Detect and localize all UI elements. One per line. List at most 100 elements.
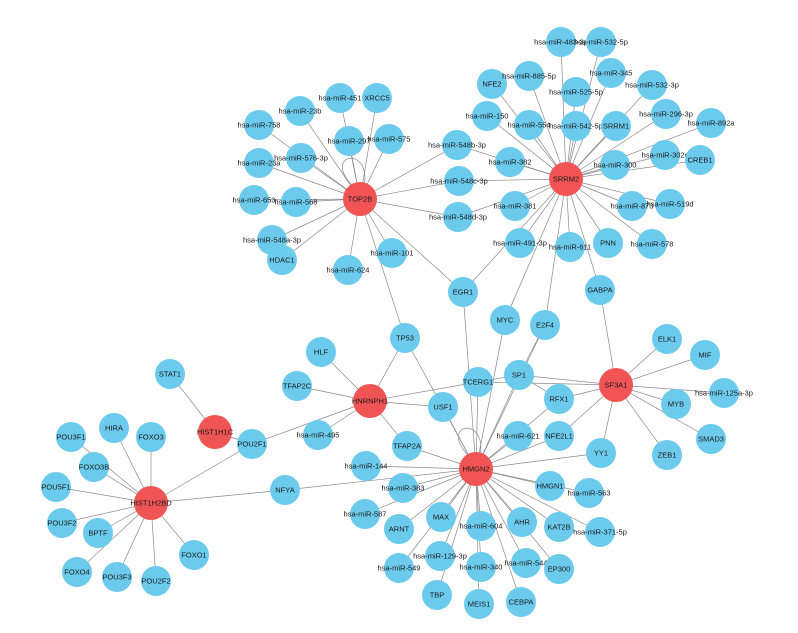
- node-hsa-mir-604[interactable]: hsa-miR-604: [460, 511, 503, 541]
- node-hsa-mir-576-3p[interactable]: hsa-miR-576-3p: [274, 143, 328, 173]
- node-ahr[interactable]: AHR: [507, 507, 537, 537]
- node-hsa-mir-568[interactable]: hsa-miR-568: [275, 187, 318, 217]
- node-hsa-mir-544[interactable]: hsa-miR-544: [505, 548, 548, 578]
- node-pou2f2[interactable]: POU2F2: [141, 566, 171, 596]
- node-hsa-mir-302c[interactable]: hsa-miR-302c: [642, 140, 689, 170]
- node-foxo1[interactable]: FOXO1: [179, 540, 209, 570]
- node-ep300[interactable]: EP300: [544, 554, 574, 584]
- node-pou2f1[interactable]: POU2F1: [237, 429, 267, 459]
- node-hsa-mir-144[interactable]: hsa-miR-144: [345, 451, 388, 481]
- node-tfap2a[interactable]: TFAP2A: [392, 431, 422, 461]
- node-sf3a1[interactable]: SF3A1: [599, 368, 633, 402]
- node-foxo4[interactable]: FOXO4: [62, 557, 92, 587]
- node-hsa-mir-578[interactable]: hsa-miR-578: [631, 229, 674, 259]
- node-hsa-mir-300[interactable]: hsa-miR-300: [594, 150, 637, 180]
- node-pou5f1[interactable]: POU5F1: [41, 472, 71, 502]
- node-arnt[interactable]: ARNT: [384, 514, 414, 544]
- node-rfx1[interactable]: RFX1: [544, 384, 574, 414]
- node-hsa-mir-758[interactable]: hsa-miR-758: [238, 110, 281, 140]
- node-hsa-mir-575[interactable]: hsa-miR-575: [368, 124, 411, 154]
- node-hist1h2bd[interactable]: HIST1H2BD: [130, 486, 172, 520]
- node-hsa-mir-548d-3p[interactable]: hsa-miR-548d-3p: [429, 202, 487, 232]
- node-hlf[interactable]: HLF: [306, 337, 336, 367]
- node-hsa-mir-548c-3p[interactable]: hsa-miR-548c-3p: [430, 166, 488, 196]
- node-yy1[interactable]: YY1: [586, 438, 616, 468]
- node-hsa-mir-548b-3p[interactable]: hsa-miR-548b-3p: [428, 130, 486, 160]
- node-tfap2c[interactable]: TFAP2C: [282, 371, 312, 401]
- node-srrm2[interactable]: SRRM2: [549, 162, 583, 196]
- node-hsa-mir-495[interactable]: hsa-miR-495: [297, 420, 340, 450]
- node-bptf[interactable]: BPTF: [83, 518, 113, 548]
- node-tp53[interactable]: TP53: [390, 323, 420, 353]
- node-tcerg1[interactable]: TCERG1: [463, 367, 493, 397]
- node-meis1[interactable]: MEIS1: [464, 589, 494, 619]
- node-hsa-mir-340[interactable]: hsa-miR-340: [460, 552, 503, 582]
- node-hsa-mir-483-3p[interactable]: hsa-miR-483-3p: [534, 27, 588, 57]
- node-kat2b[interactable]: KAT2B: [544, 512, 574, 542]
- node-mif[interactable]: MIF: [690, 340, 720, 370]
- node-hsa-mir-563[interactable]: hsa-miR-563: [568, 478, 611, 508]
- node-hsa-mir-554[interactable]: hsa-miR-554: [508, 110, 551, 140]
- node-sp1[interactable]: SP1: [504, 360, 534, 390]
- node-hsa-mir-624[interactable]: hsa-miR-624: [327, 255, 370, 285]
- node-hsa-mir-491-3p[interactable]: hsa-miR-491-3p: [493, 228, 547, 258]
- node-hsa-mir-297[interactable]: hsa-miR-297: [328, 126, 371, 156]
- node-nfe2[interactable]: NFE2: [477, 69, 507, 99]
- node-cebpa[interactable]: CEBPA: [506, 587, 536, 617]
- node-hsa-mir-532-3p[interactable]: hsa-miR-532-3p: [625, 70, 679, 100]
- node-hsa-mir-150[interactable]: hsa-miR-150: [466, 101, 509, 131]
- node-hsa-mir-525-5p[interactable]: hsa-miR-525-5p: [549, 77, 603, 107]
- node-hsa-mir-345[interactable]: hsa-miR-345: [590, 58, 633, 88]
- node-hsa-mir-885-5p[interactable]: hsa-miR-885-5p: [502, 61, 556, 91]
- node-e2f4[interactable]: E2F4: [530, 310, 560, 340]
- node-pnn[interactable]: PNN: [593, 228, 623, 258]
- node-hist1h1c[interactable]: HIST1H1C: [197, 415, 234, 449]
- node-hsa-mir-653[interactable]: hsa-miR-653: [233, 185, 276, 215]
- node-foxo3b[interactable]: FOXO3B: [79, 452, 109, 482]
- node-myc[interactable]: MYC: [490, 305, 520, 335]
- node-hnrnph1[interactable]: HNRNPH1: [352, 384, 388, 418]
- node-hsa-mir-549[interactable]: hsa-miR-549: [378, 553, 421, 583]
- node-hsa-mir-129-3p[interactable]: hsa-miR-129-3p: [413, 541, 467, 571]
- node-nfe2l1[interactable]: NFE2L1: [544, 421, 574, 451]
- node-creb1[interactable]: CREB1: [685, 145, 715, 175]
- node-hsa-mir-23b[interactable]: hsa-miR-23b: [279, 96, 322, 126]
- node-hsa-mir-519d[interactable]: hsa-miR-519d: [646, 189, 694, 219]
- node-nfya[interactable]: NFYA: [270, 475, 300, 505]
- node-myb[interactable]: MYB: [661, 389, 691, 419]
- node-hsa-mir-125a-3p[interactable]: hsa-miR-125a-3p: [695, 378, 753, 408]
- node-srrm1[interactable]: SRRM1: [601, 111, 631, 141]
- node-hsa-mir-101[interactable]: hsa-miR-101: [371, 238, 414, 268]
- node-usf1[interactable]: USF1: [428, 392, 458, 422]
- node-hsa-mir-371-5p[interactable]: hsa-miR-371-5p: [573, 517, 627, 547]
- node-top2b[interactable]: TOP2B: [343, 182, 377, 216]
- node-pou3f1[interactable]: POU3F1: [56, 422, 86, 452]
- node-hsa-mir-296-3p[interactable]: hsa-miR-296-3p: [639, 99, 693, 129]
- node-egr1[interactable]: EGR1: [448, 277, 478, 307]
- node-tbp[interactable]: TBP: [422, 580, 452, 610]
- node-hsa-mir-532-5p[interactable]: hsa-miR-532-5p: [574, 27, 628, 57]
- node-xrcc5[interactable]: XRCC5: [362, 83, 392, 113]
- node-pou3f3[interactable]: POU3F3: [102, 562, 132, 592]
- node-hmgn2[interactable]: HMGN2: [459, 452, 493, 486]
- node-hsa-mir-873[interactable]: hsa-miR-873: [611, 191, 654, 221]
- node-foxo3[interactable]: FOXO3: [136, 422, 166, 452]
- node-hsa-mir-23a[interactable]: hsa-miR-23a: [238, 148, 282, 178]
- node-hira[interactable]: HIRA: [99, 413, 129, 443]
- node-elk1[interactable]: ELK1: [652, 324, 682, 354]
- node-smad3[interactable]: SMAD3: [696, 424, 726, 454]
- node-hsa-mir-381[interactable]: hsa-miR-381: [494, 191, 537, 221]
- node-hsa-mir-611[interactable]: hsa-miR-611: [549, 232, 591, 262]
- node-hsa-mir-382[interactable]: hsa-miR-382: [489, 147, 532, 177]
- node-hdac1[interactable]: HDAC1: [267, 245, 297, 275]
- node-hsa-mir-383[interactable]: hsa-miR-383: [382, 473, 425, 503]
- node-zeb1[interactable]: ZEB1: [652, 440, 682, 470]
- node-hmgn1[interactable]: HMGN1: [535, 471, 565, 501]
- node-hsa-mir-892a[interactable]: hsa-miR-892a: [687, 108, 735, 138]
- node-hsa-mir-621[interactable]: hsa-miR-621: [497, 421, 540, 451]
- node-hsa-mir-451[interactable]: hsa-miR-451: [319, 83, 362, 113]
- node-hsa-mir-542-5p[interactable]: hsa-miR-542-5p: [549, 111, 603, 141]
- node-hsa-mir-587[interactable]: hsa-miR-587: [344, 499, 387, 529]
- node-pou3f2[interactable]: POU3F2: [47, 508, 77, 538]
- node-gabpa[interactable]: GABPA: [585, 275, 615, 305]
